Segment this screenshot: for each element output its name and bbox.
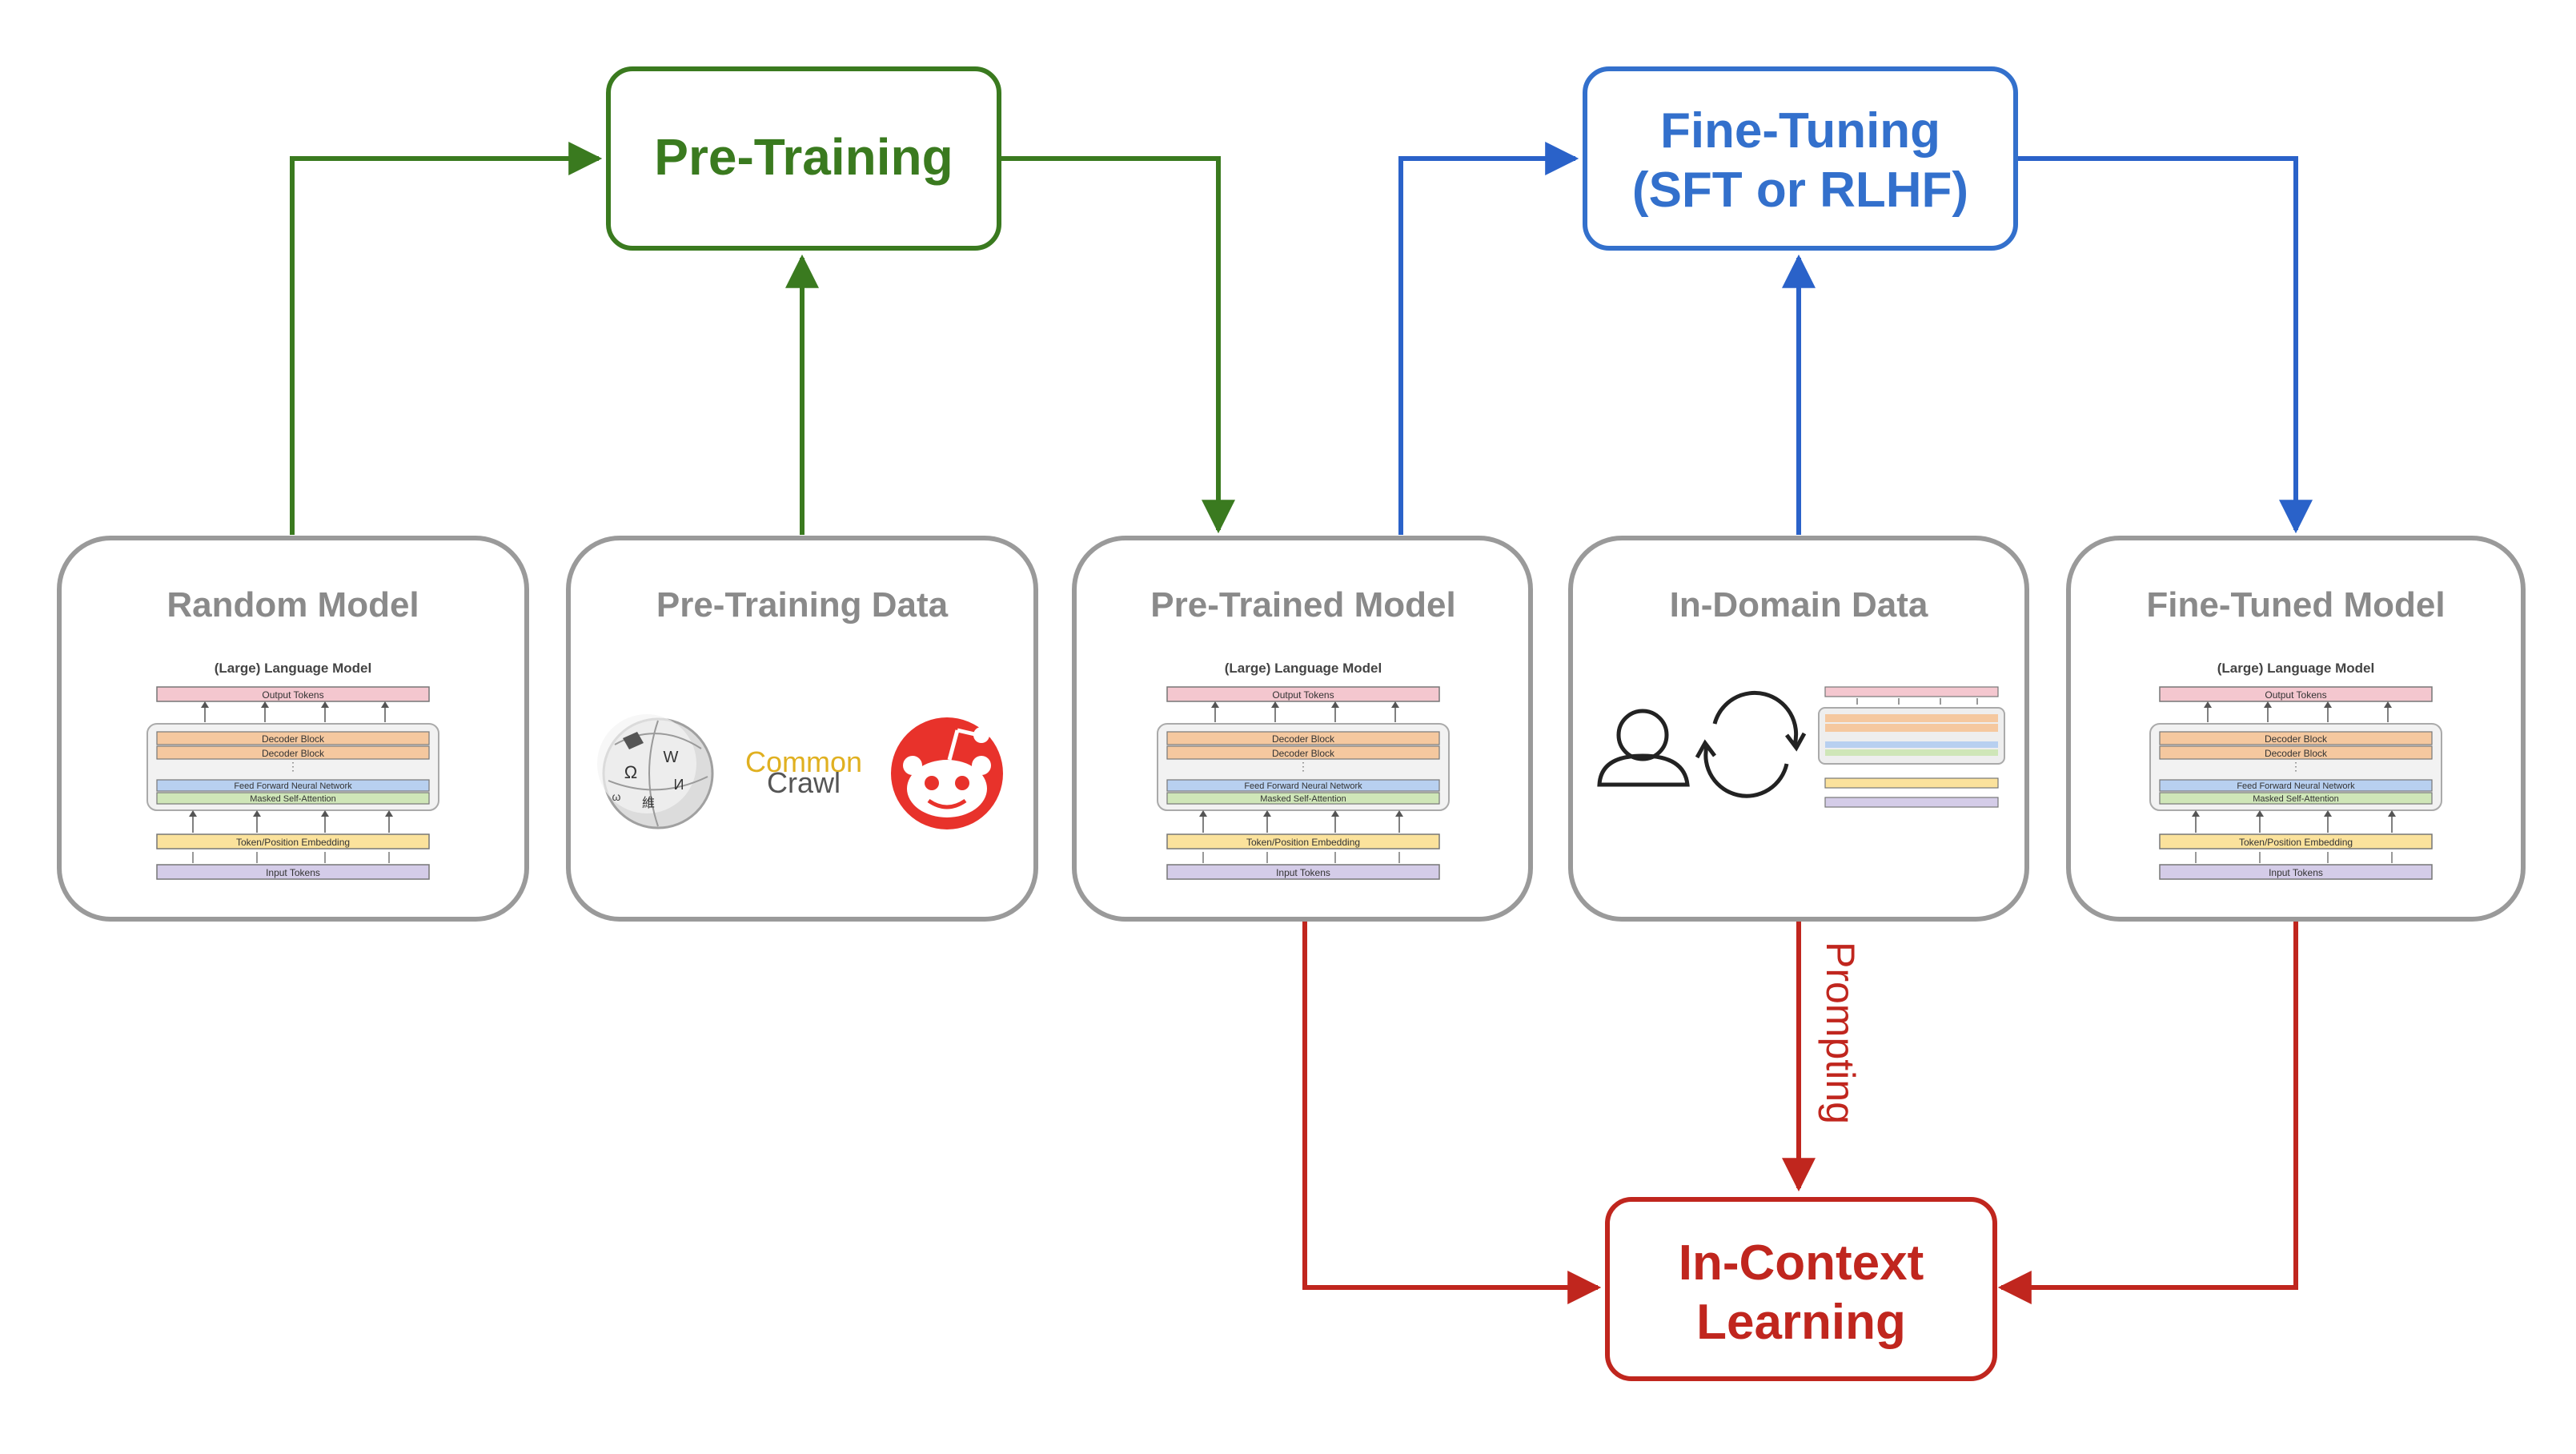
card-title-pretraining-data: Pre-Training Data	[656, 585, 949, 625]
svg-text:Common: Common	[745, 745, 862, 778]
card-title-indomain-data: In-Domain Data	[1670, 585, 1928, 625]
card-pretrained-model: Pre-Trained Model	[1072, 536, 1533, 922]
arrow-finetuned-to-icl	[1997, 919, 2298, 1304]
finetuning-label-line2: (SFT or RLHF)	[1632, 163, 1968, 218]
arrow-pretrained-to-finetuning	[1398, 142, 1579, 535]
arrow-finetuning-to-finetuned	[2016, 156, 2313, 534]
card-pretraining-data: Pre-Training Data Ω W И 維 ω Common Crawl	[566, 536, 1038, 922]
common-crawl-logo: Common Crawl	[745, 745, 862, 799]
refresh-icon	[1695, 690, 1807, 798]
arrow-random-to-pretraining	[290, 142, 603, 535]
card-title-pretrained-model: Pre-Trained Model	[1150, 585, 1455, 625]
svg-text:維: 維	[642, 796, 655, 810]
svg-text:Crawl: Crawl	[767, 766, 841, 799]
arrow-pretrained-to-icl	[1302, 919, 1602, 1304]
pretraining-box: Pre-Training	[606, 66, 1001, 251]
card-indomain-data: In-Domain Data	[1568, 536, 2029, 922]
card-random-model: Random Model	[57, 536, 529, 922]
icl-box: In-Context Learning	[1605, 1197, 1997, 1381]
prompting-label: Prompting	[1818, 942, 1863, 1124]
finetuning-box: Fine-Tuning (SFT or RLHF)	[1583, 66, 2018, 251]
card-finetuned-model: Fine-Tuned Model	[2066, 536, 2526, 922]
svg-text:И: И	[674, 777, 684, 793]
data-table-icon	[1818, 686, 2005, 808]
card-title-finetuned-model: Fine-Tuned Model	[2146, 585, 2445, 625]
icl-label-line2: Learning	[1696, 1295, 1906, 1350]
user-icon	[1597, 709, 1690, 787]
arrow-pretraining-to-pretrained	[999, 156, 1235, 534]
llm-architecture-diagram	[146, 660, 439, 880]
reddit-logo	[891, 717, 1003, 829]
llm-architecture-diagram	[2149, 660, 2442, 880]
icl-label-line1: In-Context	[1679, 1235, 1924, 1291]
card-title-random-model: Random Model	[167, 585, 419, 625]
svg-text:W: W	[664, 749, 679, 766]
pretraining-label: Pre-Training	[654, 128, 953, 186]
svg-text:Ω: Ω	[624, 762, 637, 782]
svg-text:ω: ω	[612, 790, 621, 803]
finetuning-label-line1: Fine-Tuning	[1660, 103, 1940, 159]
wikipedia-logo: Ω W И 維 ω	[597, 714, 714, 829]
llm-architecture-diagram	[1157, 660, 1450, 880]
